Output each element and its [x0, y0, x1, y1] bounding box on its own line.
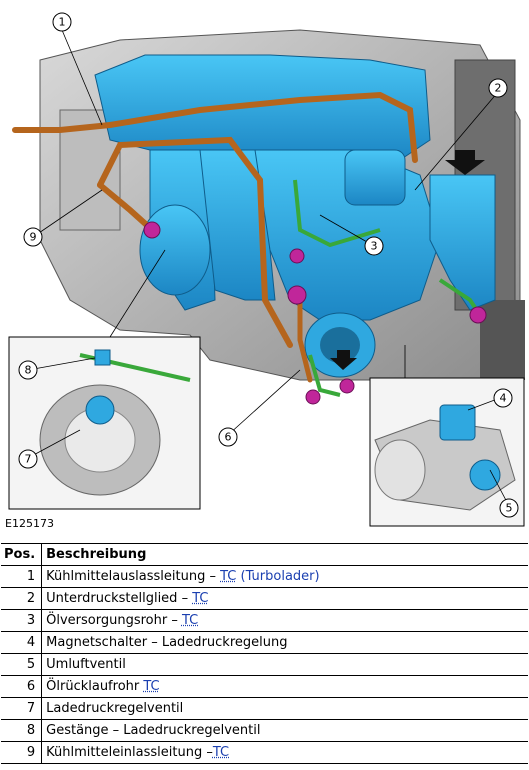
fasteners [143, 221, 487, 405]
callout-8: 8 [18, 360, 38, 380]
svg-text:1: 1 [59, 16, 66, 29]
row-description: Umluftventil [41, 653, 528, 676]
row-text: Ölversorgungsrohr – [46, 613, 182, 628]
row-extra-link[interactable]: (Turbolader) [236, 569, 320, 584]
row-description: Ölversorgungsrohr – TC [41, 609, 528, 632]
torque-link[interactable]: TC [212, 745, 230, 760]
row-description: Ladedruckregelventil [41, 697, 528, 720]
svg-text:4: 4 [500, 392, 507, 405]
row-description: Gestänge – Ladedruckregelventil [41, 719, 528, 742]
svg-text:8: 8 [25, 364, 32, 377]
callout-7: 7 [18, 449, 38, 469]
inset-wastegate [8, 336, 201, 510]
callout-4: 4 [493, 388, 513, 408]
callout-9: 9 [23, 227, 43, 247]
row-text: Unterdruckstellglied – [46, 591, 193, 606]
row-text: Umluftventil [46, 657, 126, 672]
row-text: Gestänge – Ladedruckregelventil [46, 723, 261, 738]
svg-text:9: 9 [30, 231, 37, 244]
row-pos: 4 [1, 631, 43, 654]
row-pos: 1 [1, 565, 43, 588]
callout-1: 1 [52, 12, 72, 32]
torque-link[interactable]: TC [220, 569, 237, 584]
column-header-pos: Pos. [1, 543, 43, 566]
torque-link[interactable]: TC [143, 679, 160, 694]
row-pos: 2 [1, 587, 43, 610]
row-text: Kühlmitteleinlassleitung – [46, 745, 213, 760]
row-text: Magnetschalter – Ladedruckregelung [46, 635, 288, 650]
row-text: Kühlmittelauslassleitung – [46, 569, 221, 584]
svg-text:3: 3 [371, 240, 378, 253]
row-text: Ölrücklaufrohr [46, 679, 144, 694]
row-pos: 7 [1, 697, 43, 720]
svg-text:6: 6 [225, 431, 232, 444]
svg-text:2: 2 [495, 82, 502, 95]
row-description: Ölrücklaufrohr TC [41, 675, 528, 698]
svg-text:7: 7 [25, 453, 32, 466]
torque-link[interactable]: TC [192, 591, 209, 606]
table-header-row: Pos. Beschreibung [1, 543, 528, 566]
callout-5: 5 [499, 498, 519, 518]
row-text: Ladedruckregelventil [46, 701, 184, 716]
figure-id-label: E125173 [5, 517, 54, 530]
flow-arrows [330, 150, 485, 370]
row-description: Kühlmitteleinlassleitung –TC [41, 741, 528, 764]
callout-6: 6 [218, 427, 238, 447]
row-pos: 5 [1, 653, 43, 676]
turbocharger-housing [139, 149, 496, 378]
row-description: Magnetschalter – Ladedruckregelung [41, 631, 528, 654]
row-pos: 9 [1, 741, 43, 764]
svg-text:5: 5 [506, 502, 513, 515]
row-pos: 6 [1, 675, 43, 698]
callout-3: 3 [364, 236, 384, 256]
coolant-pipes [12, 91, 418, 383]
callout-2: 2 [488, 78, 508, 98]
row-pos: 8 [1, 719, 43, 742]
column-header-description: Beschreibung [41, 543, 528, 566]
row-description: Kühlmittelauslassleitung – TC (Turbolade… [41, 565, 528, 588]
row-pos: 3 [1, 609, 43, 632]
row-description: Unterdruckstellglied – TC [41, 587, 528, 610]
turbocharger-illustration: 1 2 3 4 5 6 7 8 9 E125173 [5, 12, 525, 530]
torque-link[interactable]: TC [181, 613, 199, 628]
